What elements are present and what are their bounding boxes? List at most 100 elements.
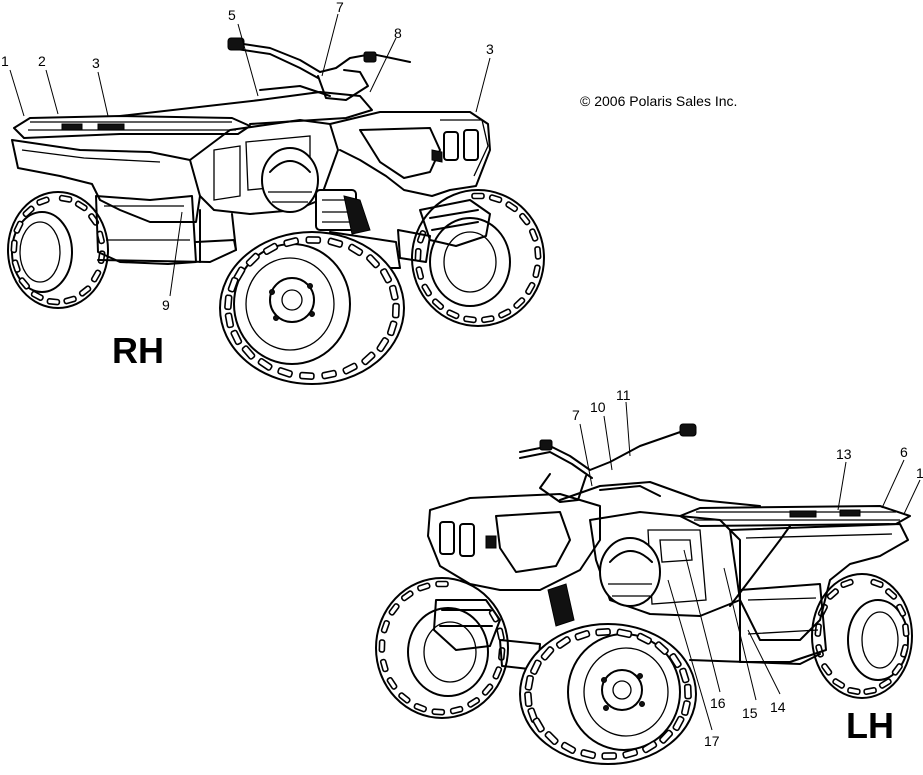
tire-tread-lug [18,277,31,290]
rh-front-far-wheel [411,189,545,327]
tire-tread-lug [534,246,542,260]
callout-lh-13: 13 [836,446,852,462]
tire-tread-lug [524,674,534,691]
callout-rh-3-front: 3 [486,41,494,57]
tire-tread-lug [58,194,73,203]
tire-tread-lug [555,636,571,649]
tire-tread-lug [580,749,597,760]
lh-front-near-wheel [519,623,697,765]
tire-tread-lug [601,752,618,760]
tire-tread-lug [378,639,386,653]
callout-rh-8: 8 [394,25,402,41]
tire-tread-lug [421,283,432,297]
tire-tread-lug [414,247,422,262]
tire-tread-lug [36,196,50,206]
tire-tread-lug [505,201,519,213]
tire-tread-lug [480,315,495,324]
tire-tread-lug [446,309,460,320]
tire-tread-lug [400,590,414,602]
tire-tread-lug [11,259,21,273]
atv-right-hand-view: 1 2 3 5 7 8 3 9 RH [1,0,545,385]
tire-tread-lug [379,658,389,673]
tire-tread-lug [10,239,18,254]
lh-rear-wheel [811,573,913,699]
tire-tread-lug [366,254,380,269]
tire-tread-lug [498,308,512,319]
tire-tread-lug [431,708,446,716]
tire-tread-lug [379,268,393,284]
tire-tread-lug [342,362,358,375]
tire-tread-lug [305,236,322,244]
tire-tread-lug [513,297,526,309]
tire-tread-lug [488,194,503,204]
tire-tread-lug [277,367,293,378]
tire-tread-lug [74,200,88,212]
rh-front-near-wheel [219,231,405,385]
tire-tread-lug [902,623,910,637]
tire-tread-lug [532,264,541,279]
tire-tread-lug [90,269,102,283]
callout-lh-17: 17 [704,733,720,749]
tire-tread-lug [431,298,445,311]
callout-lh-11: 11 [616,387,631,403]
tire-tread-lug [900,644,909,658]
tire-tread-lug [386,320,398,337]
callout-lh-6: 6 [900,444,908,460]
tire-tread-lug [595,627,611,637]
tire-tread-lug [391,302,400,319]
tire-tread-lug [417,582,431,592]
tire-tread-lug [224,294,233,311]
tire-tread-lug [30,290,44,302]
tire-tread-lug [840,578,854,589]
tire-tread-lug [891,663,903,676]
callout-rh-2: 2 [38,53,46,69]
tire-tread-lug [847,686,861,696]
tire-tread-lug [530,659,542,675]
tire-tread-lug [654,641,669,655]
callout-rh-5: 5 [228,7,236,23]
tire-tread-lug [283,237,300,248]
tire-tread-lug [224,312,235,329]
tire-tread-lug [386,676,398,690]
tire-tread-lug [245,252,260,267]
tire-tread-lug [46,297,61,306]
tire-tread-lug [380,619,391,634]
tire-tread-lug [832,678,846,689]
tire-tread-lug [78,285,92,297]
tire-tread-lug [878,678,892,689]
lh-callout-labels: 7 10 11 13 6 1 16 15 14 17 [572,387,923,749]
tire-tread-lug [398,692,411,704]
lh-body [427,423,911,671]
tire-tread-lug [642,740,658,754]
tire-tread-lug [413,702,428,713]
callout-rh-1: 1 [1,53,9,69]
tire-tread-lug [299,371,315,381]
tire-tread-lug [22,205,35,218]
tire-tread-lug [528,228,539,242]
tire-tread-lug [327,237,344,248]
tire-tread-lug [481,683,494,696]
tire-tread-lug [463,315,477,324]
callout-lh-16: 16 [710,695,726,711]
tire-tread-lug [544,730,559,746]
tire-tread-lug [896,603,907,617]
tire-tread-lug [532,717,545,733]
tire-tread-lug [560,741,577,755]
tire-tread-lug [659,729,674,744]
tire-tread-lug [870,578,884,589]
tire-tread-lug [467,697,481,708]
tire-tread-lug [681,700,691,716]
tire-tread-lug [540,646,555,661]
callout-rh-7: 7 [336,0,344,15]
tire-tread-lug [622,748,639,759]
callout-lh-1: 1 [916,465,923,481]
tire-tread-lug [415,266,425,280]
tire-tread-lug [241,345,256,360]
tire-tread-lug [826,588,840,600]
tire-tread-lug [496,627,505,642]
callout-lh-7: 7 [572,407,580,423]
callout-lh-15: 15 [742,705,758,721]
tire-tread-lug [388,603,400,616]
tire-tread-lug [376,337,390,353]
rh-rear-wheel [7,191,109,309]
